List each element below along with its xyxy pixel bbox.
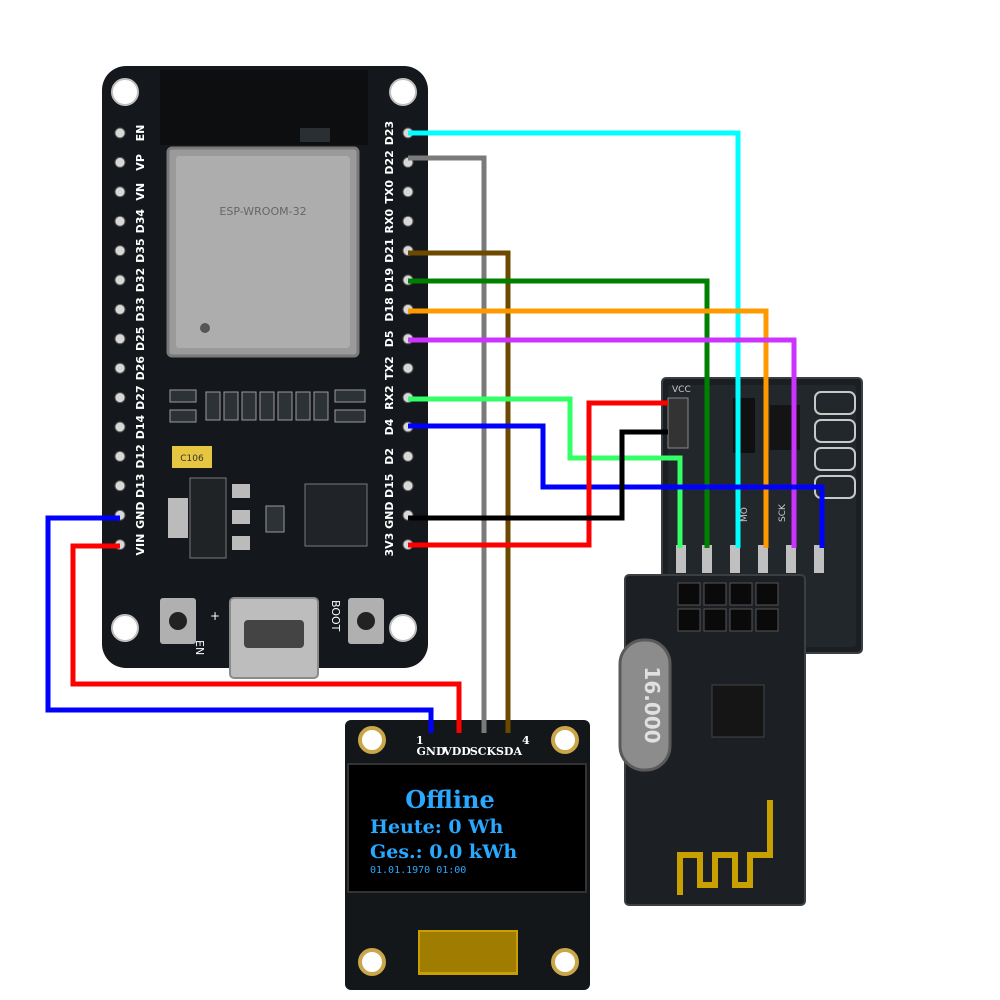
- pin-hole-left-d34: [114, 215, 126, 227]
- pin-label-left-d34: D34: [134, 209, 147, 234]
- esp32-board: ESP-WROOM-32 C106 + EN BOOT: [102, 66, 428, 679]
- nrf-pin-text-sck: SCK: [778, 503, 788, 522]
- wire-brown: [408, 250, 511, 733]
- pin-label-right-tx0: TX0: [383, 180, 396, 204]
- plus-label: +: [210, 609, 220, 623]
- pin-label-left-d35: D35: [134, 238, 147, 262]
- oled-display: 1 4 GND VDD SCK SDA Offline Heute: 0 Wh …: [345, 720, 590, 990]
- wire-blue-gnd: [45, 515, 434, 733]
- pin-label-left-en: EN: [134, 125, 147, 142]
- wire-magenta: [408, 337, 797, 548]
- cap-label: C106: [180, 454, 204, 464]
- pin-hole-left-en: [114, 127, 126, 139]
- en-label: EN: [193, 640, 206, 655]
- pin-hole-left-d33: [114, 303, 126, 315]
- oled-pin-num-4: 4: [522, 734, 530, 747]
- pin-hole-left-vp: [114, 156, 126, 168]
- pin-label-left-vin: VIN: [134, 534, 147, 556]
- wires: [45, 130, 825, 733]
- oled-pin-sck: SCK: [470, 745, 497, 758]
- pin-label-left-d26: D26: [134, 356, 147, 381]
- pin-label-right-d15: D15: [383, 474, 396, 498]
- pin-hole-right-d2: [402, 450, 414, 462]
- en-button[interactable]: [160, 598, 196, 644]
- pin-hole-right-tx2: [402, 362, 414, 374]
- wire-blue-ce: [408, 423, 825, 548]
- pin-label-left-d33: D33: [134, 297, 147, 321]
- pin-label-left-d14: D14: [134, 414, 147, 439]
- oled-pin-vdd: VDD: [442, 745, 471, 758]
- wire-orange: [408, 308, 769, 548]
- boot-button[interactable]: [348, 598, 384, 644]
- wire-red-3v3: [408, 400, 668, 548]
- wire-red-vin: [70, 543, 462, 733]
- pin-label-right-d18: D18: [383, 297, 396, 321]
- pin-label-right-d23: D23: [383, 121, 396, 145]
- pin-label-right-d21: D21: [383, 238, 396, 262]
- oled-line-3: Ges.: 0.0 kWh: [370, 841, 517, 863]
- pin-label-left-gnd: GND: [134, 502, 147, 529]
- pin-hole-left-vn: [114, 186, 126, 198]
- pin-hole-right-rx0: [402, 215, 414, 227]
- pin-hole-right-d15: [402, 480, 414, 492]
- pin-label-right-tx2: TX2: [383, 356, 396, 380]
- wire-cyan: [408, 130, 741, 548]
- oled-line-4: 01.01.1970 01:00: [370, 865, 466, 876]
- pin-hole-left-d27: [114, 392, 126, 404]
- pin-hole-left-d12: [114, 450, 126, 462]
- pin-label-left-d13: D13: [134, 474, 147, 498]
- oled-screen: [347, 763, 587, 893]
- wire-gray: [408, 155, 487, 733]
- pin-label-right-rx2: RX2: [383, 385, 396, 410]
- pin-hole-left-d14: [114, 421, 126, 433]
- pin-label-right-rx0: RX0: [383, 209, 396, 234]
- pin-label-right-gnd: GND: [383, 502, 396, 529]
- nrf24l01-radio: 16.000: [618, 574, 806, 906]
- nrf-vcc-label: VCC: [672, 385, 691, 395]
- nrf-pin-text-mo: MO: [740, 507, 750, 522]
- pin-hole-left-d35: [114, 245, 126, 257]
- pin-label-right-d2: D2: [383, 448, 396, 465]
- pin-label-left-d12: D12: [134, 444, 147, 468]
- crystal-label: 16.000: [640, 666, 664, 743]
- oled-pin-sda: SDA: [496, 745, 522, 758]
- pin-label-left-vn: VN: [134, 183, 147, 201]
- pin-label-right-d22: D22: [383, 150, 396, 174]
- pin-hole-left-d26: [114, 362, 126, 374]
- pin-label-left-d25: D25: [134, 327, 147, 351]
- oled-pin-num-1: 1: [416, 734, 424, 747]
- micro-usb-port[interactable]: [229, 597, 319, 679]
- pin-label-right-d4: D4: [383, 418, 396, 435]
- oled-line-1: Offline: [405, 785, 495, 814]
- usb-uart-chip: [304, 483, 368, 547]
- pin-label-right-d19: D19: [383, 268, 396, 292]
- pin-label-left-vp: VP: [134, 154, 147, 171]
- module-label: ESP-WROOM-32: [219, 205, 306, 218]
- pin-hole-left-d13: [114, 480, 126, 492]
- wire-green: [408, 278, 710, 548]
- pin-label-right-d5: D5: [383, 330, 396, 347]
- pin-hole-left-d25: [114, 333, 126, 345]
- oled-pin-gnd: GND: [417, 745, 446, 758]
- boot-label: BOOT: [329, 600, 342, 632]
- pin-label-left-d27: D27: [134, 385, 147, 409]
- oled-line-2: Heute: 0 Wh: [370, 816, 504, 838]
- pin-hole-left-d32: [114, 274, 126, 286]
- wire-black-gnd: [408, 429, 668, 521]
- pin-hole-right-tx0: [402, 186, 414, 198]
- pin-label-right-3v3: 3V3: [383, 533, 396, 557]
- capacitor: [172, 446, 212, 468]
- pin-label-left-d32: D32: [134, 268, 147, 292]
